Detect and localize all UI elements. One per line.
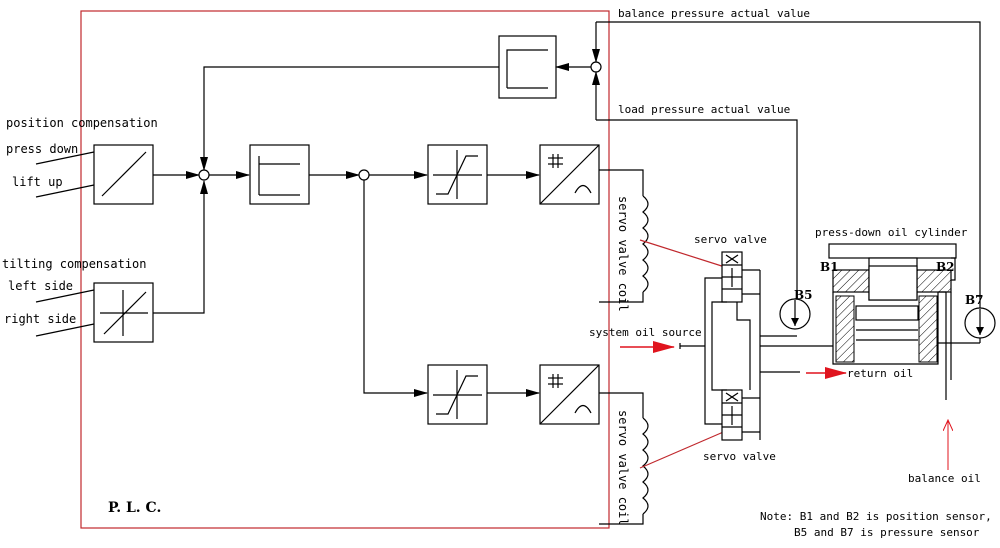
- label-balance-oil: balance oil: [908, 472, 981, 485]
- label-position-compensation: position compensation: [6, 116, 158, 130]
- branch-junction: [358, 169, 370, 181]
- label-servo-valve-bottom: servo valve: [703, 450, 776, 463]
- load-pressure-line: [596, 119, 798, 300]
- label-b5: B5: [794, 288, 813, 302]
- label-return-oil: return oil: [847, 367, 913, 380]
- label-b1: B1: [820, 260, 839, 274]
- label-load-pressure: load pressure actual value: [618, 103, 790, 116]
- label-press-down-cylinder: press-down oil cylinder: [815, 226, 968, 239]
- label-b2: B2: [936, 260, 955, 274]
- label-servo-valve-coil-bottom: servo valve coil: [616, 410, 630, 526]
- label-lift-up: lift up: [12, 175, 63, 189]
- label-balance-pressure: balance pressure actual value: [618, 7, 810, 20]
- label-right-side: right side: [4, 312, 76, 326]
- balance-pressure-line: [596, 21, 981, 343]
- label-press-down: press down: [6, 142, 78, 156]
- plc-boundary: [80, 10, 610, 529]
- main-controller-block: [249, 144, 310, 205]
- label-tilting-compensation: tilting compensation: [2, 257, 147, 271]
- summing-junction-feedback: [590, 61, 602, 73]
- label-servo-valve-coil-top: servo valve coil: [616, 196, 630, 312]
- press-down-oil-cylinder: [828, 243, 957, 365]
- note-line-1: Note: B1 and B2 is position sensor,: [760, 510, 992, 523]
- servo-valve-bottom: [721, 389, 760, 441]
- label-left-side: left side: [8, 279, 73, 293]
- note-line-2: B5 and B7 is pressure sensor: [794, 526, 980, 539]
- summing-junction-main: [198, 169, 210, 181]
- label-plc: P. L. C.: [108, 500, 161, 516]
- label-system-oil-source: system oil source: [589, 326, 702, 339]
- servo-valve-top: [721, 251, 760, 303]
- label-servo-valve-top: servo valve: [694, 233, 767, 246]
- label-b7: B7: [965, 293, 984, 307]
